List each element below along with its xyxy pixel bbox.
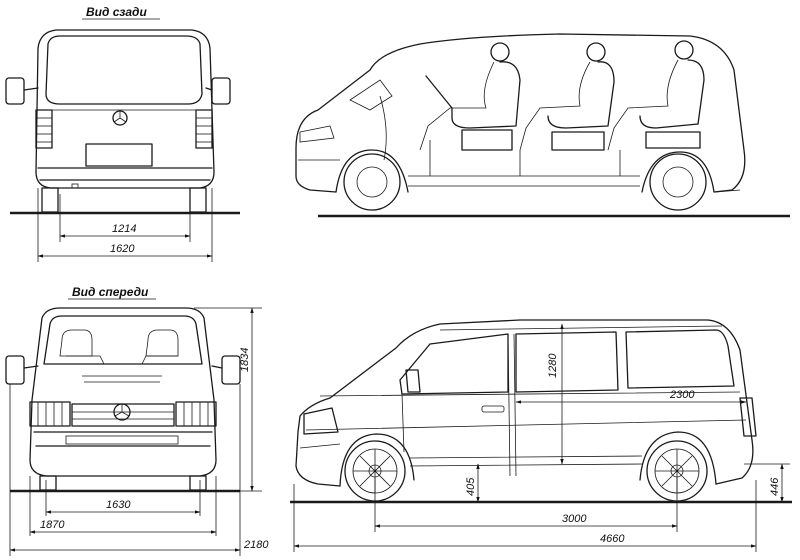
- side-cutaway-drawing: [295, 33, 790, 218]
- mirror-width-label: 2180: [243, 539, 269, 551]
- height-label: 1834: [239, 348, 251, 372]
- door-handle: [481, 405, 505, 413]
- mercedes-star-icon: [113, 403, 131, 421]
- cutaway-front-wheel: [343, 153, 401, 211]
- front-right-mirror: [221, 355, 241, 385]
- front-view-drawing: Вид спереди: [5, 285, 269, 556]
- rear-track-label: 1214: [112, 223, 136, 235]
- rear-right-mirror: [211, 77, 231, 105]
- floor-height-label: 446: [769, 477, 781, 496]
- ground-clearance-label: 405: [465, 477, 477, 496]
- rear-view-title: Вид сзади: [86, 5, 147, 19]
- steering-wheel: [425, 75, 453, 109]
- rear-left-mirror: [5, 77, 25, 105]
- front-width-label: 1870: [40, 519, 65, 531]
- front-door-window: [399, 333, 509, 395]
- rear-seat: [607, 40, 705, 151]
- rear-width-label: 1620: [110, 243, 135, 255]
- mercedes-star-icon: [112, 110, 128, 126]
- front-grille: [71, 403, 175, 427]
- rear-side-window: [625, 329, 735, 389]
- driver-seat: [419, 42, 521, 151]
- rear-license-plate: [85, 143, 153, 167]
- side-view-drawing: 1280 2300 405 446 3000 4660: [290, 319, 792, 552]
- sliding-door-window: [515, 331, 619, 393]
- interior-height-label: 1280: [547, 353, 559, 378]
- wheelbase-label: 3000: [562, 513, 587, 525]
- front-view-title: Вид спереди: [72, 285, 149, 299]
- front-track-label: 1630: [106, 499, 131, 511]
- front-left-mirror: [5, 355, 25, 385]
- cutaway-rear-wheel: [649, 153, 707, 211]
- rear-view-drawing: Вид сзади: [5, 5, 240, 262]
- length-label: 4660: [600, 533, 625, 545]
- middle-seat: [519, 42, 615, 151]
- cargo-length-label: 2300: [669, 389, 695, 401]
